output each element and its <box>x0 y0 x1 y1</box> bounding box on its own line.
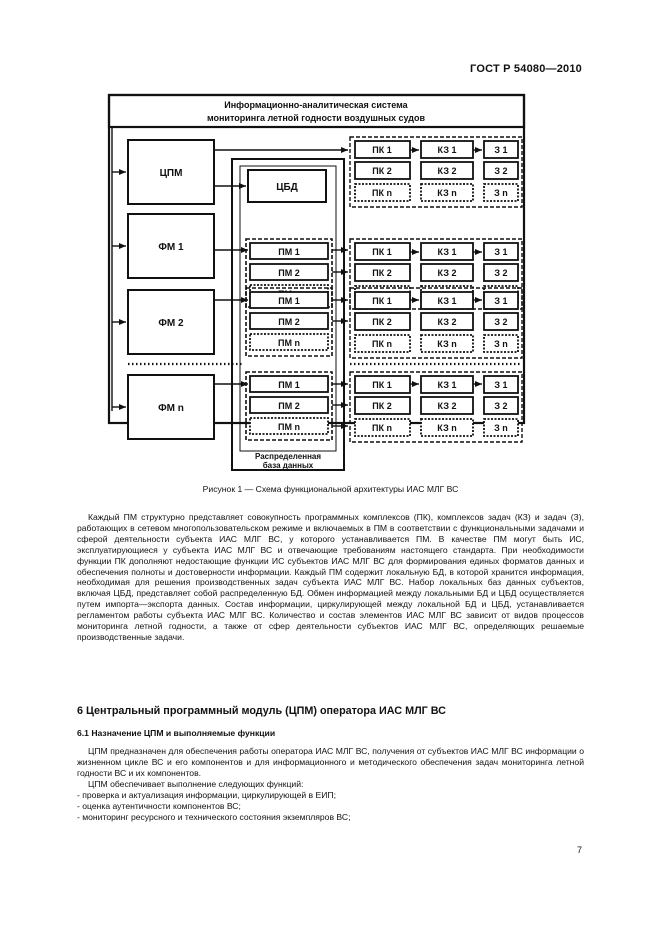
list-item: - проверка и актуализация информации, ци… <box>77 790 336 800</box>
distributed-db-inner-frame <box>239 165 337 452</box>
fmn-pk1-label: ПК 1 <box>372 380 391 390</box>
section-6-heading: 6 Центральный программный модуль (ЦПМ) о… <box>77 705 446 717</box>
fmn-pkn-label: ПК n <box>372 423 392 433</box>
figure-caption: Рисунок 1 — Схема функциональной архитек… <box>202 484 459 494</box>
paragraph-pm-structure: Каждый ПМ структурно представляет совоку… <box>77 512 584 642</box>
pm-group2-item1-label: ПМ 1 <box>278 296 299 306</box>
document-code: ГОСТ Р 54080—2010 <box>470 63 582 75</box>
list-item: - оценка аутентичности компонентов ВС; <box>77 801 241 811</box>
section-6-1-heading: 6.1 Назначение ЦПМ и выполняемые функции <box>77 728 276 738</box>
cpm-z2-label: З 2 <box>494 166 507 176</box>
fmn-label: ФМ n <box>158 403 184 414</box>
fm1-kz2-label: КЗ 2 <box>438 268 457 278</box>
fm2-label: ФМ 2 <box>158 318 184 329</box>
distributed-db-frame <box>231 158 345 471</box>
cpm-pkn-label: ПК n <box>372 188 392 198</box>
page-number: 7 <box>576 845 582 855</box>
fmn-zn-label: З n <box>494 423 508 433</box>
fm1-label: ФМ 1 <box>158 242 184 253</box>
pm-group2-item1 <box>249 291 329 309</box>
pm-groupn-itemn-label: ПМ n <box>278 422 300 432</box>
distributed-db-label-line1: Распределенная <box>255 452 321 461</box>
pm-groupn-item2-label: ПМ 2 <box>278 401 299 411</box>
cpm-functions-list: - проверка и актуализация информации, ци… <box>77 790 350 823</box>
fmn-kzn-label: КЗ n <box>437 423 456 433</box>
components-block-fmn <box>349 371 523 443</box>
pm-group2-frame <box>245 287 333 357</box>
fm1-kz1-label: КЗ 1 <box>438 247 457 257</box>
system-title-box <box>107 93 526 129</box>
pm-group1-item2-label: ПМ 2 <box>278 268 299 278</box>
fm2-pkn-label: ПК n <box>372 339 392 349</box>
cpm-zn-label: З n <box>494 188 508 198</box>
fm2-kz2-label: КЗ 2 <box>438 317 457 327</box>
cpm-box <box>127 139 215 205</box>
fm1-z1-label: З 1 <box>494 247 507 257</box>
fm1-box <box>127 213 215 279</box>
fm2-zn-label: З n <box>494 339 508 349</box>
cpm-pk2-label: ПК 2 <box>372 166 391 176</box>
cpm-kzn-label: КЗ n <box>437 188 456 198</box>
pm-groupn-item2 <box>249 396 329 414</box>
fm2-box <box>127 289 215 355</box>
cbd-box <box>247 169 327 203</box>
cpm-kz2-label: КЗ 2 <box>438 166 457 176</box>
paragraph-cpm-functions-intro: ЦПМ обеспечивает выполнение следующих фу… <box>88 779 304 789</box>
pm-group1-item1-label: ПМ 1 <box>278 247 299 257</box>
pm-group1-frame <box>245 238 333 308</box>
fm1-pk2-label: ПК 2 <box>372 268 391 278</box>
list-item: - мониторинг ресурсного и технического с… <box>77 812 351 822</box>
cpm-pk1-label: ПК 1 <box>372 145 391 155</box>
pm-group2-item2-label: ПМ 2 <box>278 317 299 327</box>
fm2-kz1-label: КЗ 1 <box>438 296 457 306</box>
pm-group2-itemn-label: ПМ n <box>278 338 300 348</box>
system-title-line2: мониторинга летной годности воздушных су… <box>207 113 426 123</box>
fmn-kz2-label: КЗ 2 <box>438 401 457 411</box>
pm-groupn-frame <box>245 371 333 441</box>
fm2-z2-label: З 2 <box>494 317 507 327</box>
fmn-box <box>127 374 215 440</box>
diagram-connectors <box>111 127 482 429</box>
pm-group2-itemn <box>249 333 329 351</box>
pm-group1-item1 <box>249 242 329 260</box>
fmn-z1-label: З 1 <box>494 380 507 390</box>
paragraph-cpm-purpose: ЦПМ предназначен для обеспечения работы … <box>77 746 584 778</box>
cpm-label: ЦПМ <box>160 168 183 179</box>
pm-groupn-item1 <box>249 375 329 393</box>
fm2-kzn-label: КЗ n <box>437 339 456 349</box>
cbd-label: ЦБД <box>276 182 298 193</box>
fmn-pk2-label: ПК 2 <box>372 401 391 411</box>
fm1-z2-label: З 2 <box>494 268 507 278</box>
pm-groupn-item1-label: ПМ 1 <box>278 380 299 390</box>
fm2-pk1-label: ПК 1 <box>372 296 391 306</box>
distributed-db-label-line2: база данных <box>263 461 314 470</box>
pm-group2-item2 <box>249 312 329 330</box>
fm1-pk1-label: ПК 1 <box>372 247 391 257</box>
fm2-z1-label: З 1 <box>494 296 507 306</box>
cpm-kz1-label: КЗ 1 <box>438 145 457 155</box>
system-title-line1: Информационно-аналитическая система <box>224 100 408 110</box>
components-block-fm2 <box>349 287 523 359</box>
fmn-kz1-label: КЗ 1 <box>438 380 457 390</box>
pm-groupn-itemn <box>249 417 329 435</box>
cpm-z1-label: З 1 <box>494 145 507 155</box>
fm2-pk2-label: ПК 2 <box>372 317 391 327</box>
components-block-cpm <box>349 136 523 208</box>
pm-group1-item2 <box>249 263 329 281</box>
architecture-diagram: Информационно-аналитическая система мони… <box>107 93 526 471</box>
fmn-z2-label: З 2 <box>494 401 507 411</box>
